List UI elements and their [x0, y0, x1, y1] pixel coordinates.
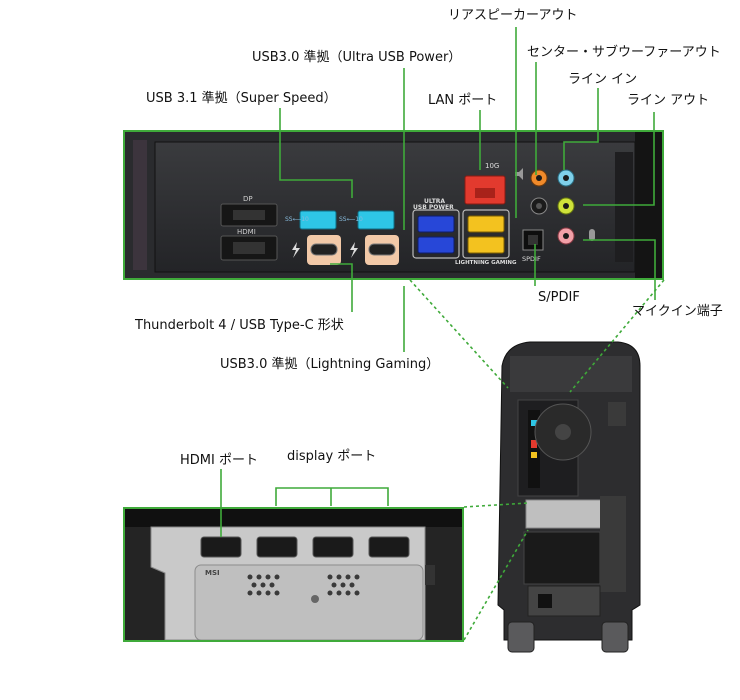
usb-c-port-1 — [310, 243, 338, 256]
board-text-ultra: ULTRA — [424, 198, 446, 205]
label-spdif: S/PDIF — [538, 290, 580, 305]
usb-c-port-2 — [368, 243, 396, 256]
motherboard-io-panel: DP HDMI SS⟵10 SS⟵10 ULTRA USB POWER LIGH… — [123, 130, 664, 280]
label-usb30-lightning-gaming: USB3.0 準拠（Lightning Gaming） — [220, 357, 440, 372]
board-text-usb-power: USB POWER — [413, 204, 454, 211]
label-lan-port: LAN ポート — [428, 93, 498, 108]
thunderbolt-icon — [292, 242, 300, 258]
label-rear-speaker-out: リアスピーカーアウト — [448, 8, 578, 23]
gpu-displayport-1 — [256, 536, 298, 558]
label-usb30-ultra-usb-power: USB3.0 準拠（Ultra USB Power） — [252, 50, 462, 65]
ultra-usb-port-1 — [417, 215, 455, 233]
gpu-brand-text: MSI — [205, 569, 220, 577]
tower-foot-left — [507, 621, 535, 653]
ultra-usb-port-2 — [417, 236, 455, 254]
usb31-port-1 — [299, 210, 337, 230]
board-text-lightning-gaming: LIGHTNING GAMING — [455, 260, 517, 266]
gpu-vent-holes — [247, 574, 360, 596]
label-hdmi-port: HDMI ポート — [180, 453, 258, 468]
label-display-port: display ポート — [287, 449, 377, 464]
board-text-dp: DP — [243, 195, 253, 203]
ethernet-icon — [475, 188, 495, 198]
board-text-ss10-b: SS⟵10 — [339, 216, 363, 223]
board-text-hdmi: HDMI — [237, 228, 256, 236]
board-text-10g: 10G — [485, 162, 500, 170]
board-text-ss10-a: SS⟵10 — [285, 216, 309, 223]
lightning-gaming-frame — [462, 209, 510, 259]
tower-gpu-bracket — [525, 499, 605, 529]
lightning-usb-port-1 — [467, 215, 505, 233]
gpu-displayport-2 — [312, 536, 354, 558]
label-center-subwoofer-out: センター・サブウーファーアウト — [527, 45, 721, 60]
label-thunderbolt-usb-type-c: Thunderbolt 4 / USB Type-C 形状 — [135, 318, 344, 333]
label-usb31-super-speed: USB 3.1 準拠（Super Speed） — [146, 91, 337, 106]
thunderbolt-icon — [350, 242, 358, 258]
label-line-out: ライン アウト — [627, 93, 710, 108]
board-text-spdif: SPDIF — [522, 255, 541, 263]
ultra-usb-frame — [412, 209, 460, 259]
gpu-hdmi-port — [200, 536, 242, 558]
lightning-usb-port-2 — [467, 236, 505, 254]
usb31-port-2 — [357, 210, 395, 230]
io-panel-illustration — [125, 132, 662, 278]
gpu-displayport-3 — [368, 536, 410, 558]
graphics-card-io-panel: MSI — [123, 507, 464, 642]
speaker-icon — [515, 168, 523, 180]
microphone-icon — [589, 229, 595, 241]
gpu-screw — [311, 595, 319, 603]
gpu-bracket-illustration — [125, 509, 462, 640]
label-line-in: ライン イン — [568, 72, 638, 87]
tower-foot-right — [601, 621, 629, 653]
